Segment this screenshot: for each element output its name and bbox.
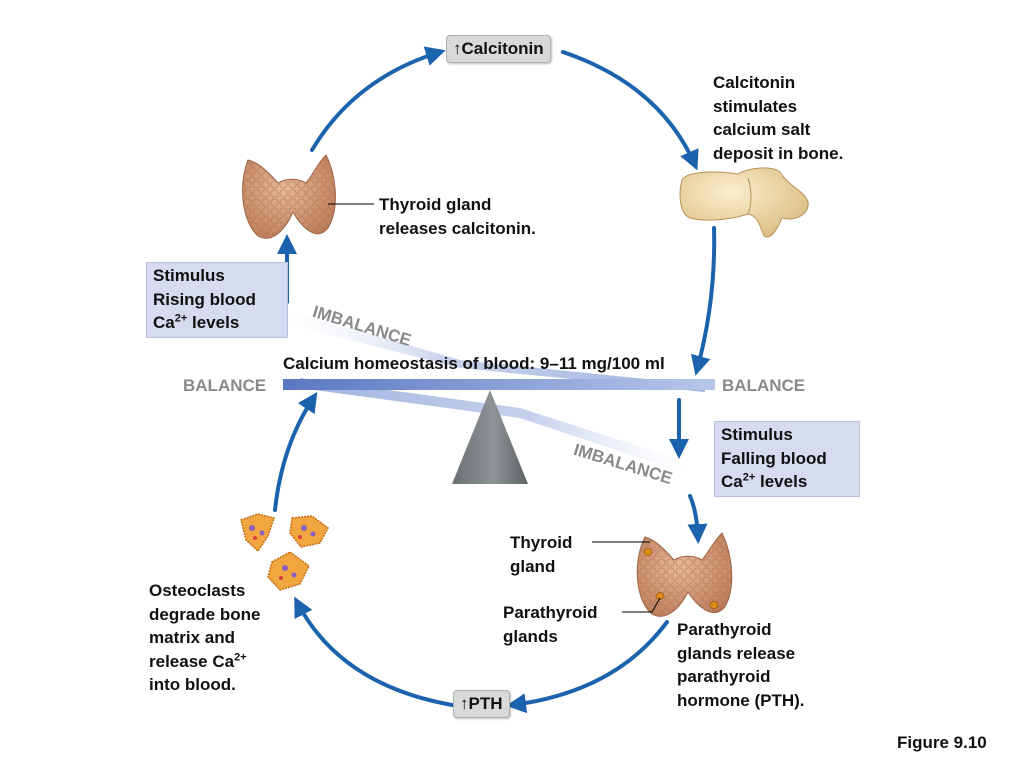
arrow-imbalance-to-thyroid	[687, 494, 708, 544]
ca-text: Ca	[153, 313, 175, 332]
text-line: calcium salt	[713, 120, 811, 139]
seesaw	[280, 308, 715, 484]
text-line: glands release	[677, 643, 796, 663]
up-arrow-icon: ↑	[460, 694, 469, 713]
calcitonin-label: Calcitonin	[461, 39, 544, 58]
text-line: Stimulus	[721, 425, 793, 444]
parathyroid-dot	[643, 548, 653, 556]
charge-superscript: 2+	[174, 312, 188, 325]
text-line: deposit in bone.	[713, 143, 844, 163]
text-line: matrix and	[149, 628, 235, 647]
osteoclasts-text: Osteoclasts degrade bone matrix and rele…	[149, 579, 260, 697]
calcitonin-effect-text: Calcitonin stimulates calcium salt depos…	[713, 71, 843, 165]
text-line: Falling blood	[721, 448, 827, 468]
text-line: degrade bone	[149, 604, 261, 624]
levels-text: levels	[755, 472, 808, 491]
text-line: Ca2+ levels	[721, 470, 853, 494]
levels-text: levels	[187, 313, 240, 332]
arrow-thyroid-to-calcitonin	[310, 46, 446, 152]
parathyroid-leader	[622, 597, 661, 613]
text-line: Parathyroid	[677, 620, 772, 639]
charge-superscript: 2+	[234, 650, 247, 663]
figure-label: Figure 9.10	[897, 733, 987, 752]
text-line: Stimulus	[153, 266, 225, 285]
text-line: stimulates	[713, 96, 798, 116]
release-ca-text: release Ca	[149, 651, 235, 671]
text-line: Thyroid	[510, 533, 573, 552]
osteoclasts-image	[240, 513, 329, 591]
arrow-parathyroid-to-pth	[506, 620, 669, 714]
text-line: Ca2+ levels	[153, 311, 281, 335]
up-arrow-icon: ↑	[453, 39, 462, 58]
stimulus-falling-box: Stimulus Falling blood Ca2+ levels	[714, 421, 860, 497]
pth-box: ↑PTH	[453, 690, 510, 718]
fulcrum	[452, 390, 528, 484]
arrow-pth-to-osteoclasts	[294, 596, 454, 707]
ca-text: Ca	[721, 472, 743, 491]
text-line: Rising blood	[153, 289, 256, 309]
text-line: parathyroid	[677, 667, 771, 686]
homeostasis-label: Calcium homeostasis of blood: 9–11 mg/10…	[283, 354, 665, 373]
thyroid-gland-top-image	[242, 154, 374, 239]
calcitonin-box: ↑Calcitonin	[446, 35, 551, 63]
balance-left-label: BALANCE	[183, 376, 267, 395]
thyroid-releases-calcitonin-text: Thyroid gland releases calcitonin.	[379, 193, 536, 240]
arrow-osteoclasts-to-balance	[273, 392, 318, 512]
text-line: hormone (PTH).	[677, 690, 805, 710]
parathyroid-dot	[655, 592, 665, 600]
parathyroid-glands-label: Parathyroid glands	[503, 601, 597, 648]
text-line: Thyroid gland	[379, 195, 492, 214]
text-line: into blood.	[149, 675, 236, 694]
thyroid-gland-bottom-image	[592, 532, 733, 617]
text-line: glands	[503, 626, 558, 646]
thyroid-gland-bottom-label: Thyroid gland	[510, 531, 572, 578]
charge-superscript: 2+	[742, 471, 756, 484]
balance-beam	[283, 379, 715, 390]
arrow-calcitonin-to-bone	[561, 50, 699, 171]
parathyroid-dot	[709, 601, 719, 609]
text-line: Parathyroid	[503, 603, 598, 622]
text-line: Calcitonin	[713, 73, 796, 92]
stimulus-rising-box: Stimulus Rising blood Ca2+ levels	[146, 262, 288, 338]
arrow-bone-to-balance	[691, 226, 717, 376]
pth-label: PTH	[468, 694, 503, 713]
bone-image	[679, 167, 809, 238]
text-line: gland	[510, 556, 556, 576]
balance-right-label: BALANCE	[722, 376, 806, 395]
pth-release-text: Parathyroid glands release parathyroid h…	[677, 618, 805, 712]
text-line: release Ca2+	[149, 650, 260, 674]
text-line: Osteoclasts	[149, 581, 246, 600]
text-line: releases calcitonin.	[379, 218, 536, 238]
cycle-arrows	[273, 46, 717, 714]
